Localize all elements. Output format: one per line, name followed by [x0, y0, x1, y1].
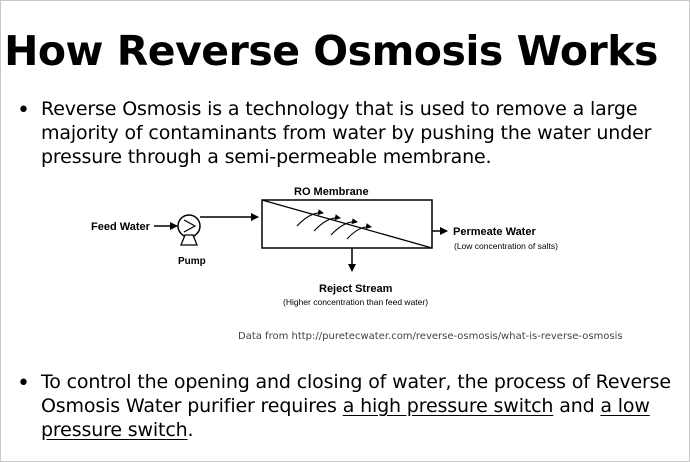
bullet-2-text: Osmosis Water purifier requires — [41, 395, 343, 417]
feed-water-label: Feed Water — [91, 221, 151, 233]
bullet-1-line-2: majority of contaminants from water by p… — [41, 122, 652, 144]
bullet-2-and: and — [553, 395, 601, 417]
bullet-2: To control the opening and closing of wa… — [41, 370, 671, 442]
low-pressure-switch-link-part-1[interactable]: a low — [600, 395, 650, 417]
low-pressure-switch-link-part-2[interactable]: pressure switch — [41, 419, 188, 441]
permeate-water-label: Permeate Water — [453, 226, 536, 238]
bullet-1-line-1: Reverse Osmosis is a technology that is … — [41, 98, 638, 120]
pump-label: Pump — [178, 256, 206, 267]
reject-note: (Higher concentration than feed water) — [283, 297, 428, 307]
slide-title: How Reverse Osmosis Works — [4, 27, 658, 75]
bullet-1: Reverse Osmosis is a technology that is … — [41, 97, 651, 169]
membrane-diagonal — [261, 199, 433, 249]
ro-process-diagram: Feed Water Pump RO Membrane Permeate Wat… — [91, 186, 558, 307]
permeate-note: (Low concentration of salts) — [454, 241, 558, 251]
bullet-1-line-3: pressure through a semi-permeable membra… — [41, 146, 492, 168]
bullet-2-line-2: Osmosis Water purifier requires a high p… — [41, 394, 671, 418]
bullet-2-end: . — [187, 419, 194, 441]
high-pressure-switch-link[interactable]: a high pressure switch — [342, 395, 554, 417]
source-credit: Data from http://puretecwater.com/revers… — [238, 331, 623, 342]
bullet-marker: • — [17, 371, 30, 396]
ro-membrane-label: RO Membrane — [294, 186, 369, 198]
pump-icon — [177, 214, 201, 246]
bullet-marker: • — [17, 98, 30, 123]
bullet-2-line-3: pressure switch. — [41, 418, 671, 442]
bullet-2-line-1: To control the opening and closing of wa… — [41, 371, 671, 393]
flow-curves — [296, 209, 372, 240]
reject-stream-label: Reject Stream — [319, 283, 393, 295]
